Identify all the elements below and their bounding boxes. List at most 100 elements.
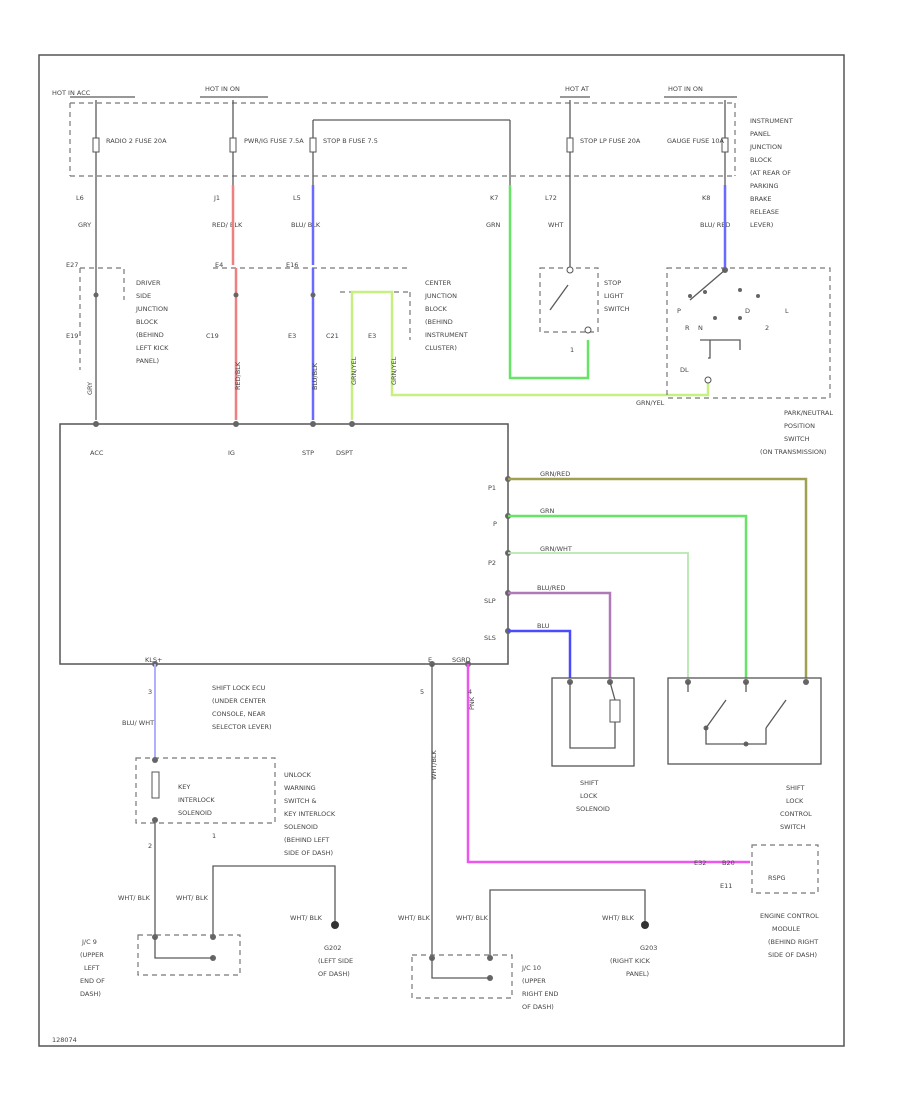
ecu-pin-acc: ACC <box>90 449 104 457</box>
svg-text:PANEL): PANEL) <box>136 357 159 365</box>
svg-text:SHIFT: SHIFT <box>580 779 599 787</box>
svg-text:LEFT: LEFT <box>84 964 99 972</box>
svg-text:RIGHT END: RIGHT END <box>522 990 558 998</box>
svg-text:GRY: GRY <box>78 221 91 229</box>
svg-text:WHT/BLK: WHT/BLK <box>430 749 438 780</box>
svg-text:3: 3 <box>148 688 152 696</box>
junction-connector-10: J/C 10 (UPPER RIGHT END OF DASH) <box>411 954 558 1011</box>
ecu-pin-sgrd: SGRD <box>452 656 471 664</box>
svg-text:P: P <box>677 307 681 315</box>
svg-text:4: 4 <box>468 688 472 696</box>
fuse-stop-lp-symbol <box>566 137 574 153</box>
svg-text:R: R <box>685 324 690 332</box>
svg-text:BLU/ BLK: BLU/ BLK <box>291 221 321 229</box>
svg-text:KEY INTERLOCK: KEY INTERLOCK <box>284 810 336 818</box>
dspt-wire-yellowgreen: GRN/YEL GRN/YEL GRN/YEL <box>350 290 710 420</box>
svg-text:(ON TRANSMISSION): (ON TRANSMISSION) <box>760 448 826 456</box>
svg-text:RELEASE: RELEASE <box>750 208 779 216</box>
svg-text:B20: B20 <box>722 859 735 867</box>
svg-text:E19: E19 <box>66 332 78 340</box>
svg-text:J/C 9: J/C 9 <box>81 938 97 946</box>
svg-text:WARNING: WARNING <box>284 784 316 792</box>
svg-text:BLU/BLK: BLU/BLK <box>311 362 319 390</box>
svg-text:INTERLOCK: INTERLOCK <box>178 796 215 804</box>
svg-text:WHT/ BLK: WHT/ BLK <box>176 894 209 902</box>
svg-text:INSTRUMENT: INSTRUMENT <box>750 117 793 125</box>
svg-text:MODULE: MODULE <box>772 925 800 933</box>
svg-text:SWITCH &: SWITCH & <box>284 797 317 805</box>
center-junction-block-outline <box>213 267 411 340</box>
junction-connector-9: J/C 9 (UPPER LEFT END OF DASH) <box>80 934 241 998</box>
svg-text:INSTRUMENT: INSTRUMENT <box>425 331 468 339</box>
svg-text:DRIVER: DRIVER <box>136 279 161 287</box>
svg-text:WHT/ BLK: WHT/ BLK <box>602 914 635 922</box>
fuse-pwr-ig-symbol <box>229 137 237 153</box>
svg-text:BLOCK: BLOCK <box>425 305 448 313</box>
svg-text:J/C 10: J/C 10 <box>521 964 541 972</box>
svg-text:CENTER: CENTER <box>425 279 452 287</box>
svg-text:GRN/YEL: GRN/YEL <box>350 356 358 385</box>
svg-text:WHT: WHT <box>548 221 563 229</box>
ecu-pin-p1: P1 <box>488 484 496 492</box>
svg-text:CONSOLE, NEAR: CONSOLE, NEAR <box>212 710 266 718</box>
svg-text:STOP: STOP <box>604 279 621 287</box>
stop-light-switch-wire <box>508 185 590 380</box>
svg-text:E3: E3 <box>368 332 376 340</box>
right-ground-wiring: WHT/ BLK WHT/ BLK WHT/ BLK <box>398 889 649 958</box>
ecu-pin-e: E <box>428 656 432 664</box>
svg-text:WHT/ BLK: WHT/ BLK <box>290 914 323 922</box>
svg-text:BLOCK: BLOCK <box>750 156 773 164</box>
stop-light-switch: STOP LIGHT SWITCH 1 <box>539 185 630 354</box>
svg-text:OF DASH): OF DASH) <box>522 1003 554 1011</box>
svg-text:(UPPER: (UPPER <box>522 977 546 985</box>
svg-text:(RIGHT KICK: (RIGHT KICK <box>610 957 651 965</box>
svg-text:(BEHIND LEFT: (BEHIND LEFT <box>284 836 329 844</box>
driver-side-junction-block: DRIVER SIDE JUNCTION BLOCK (BEHIND LEFT … <box>79 185 169 420</box>
svg-text:POSITION: POSITION <box>784 422 815 430</box>
svg-text:CONTROL: CONTROL <box>780 810 812 818</box>
svg-text:2: 2 <box>765 324 769 332</box>
fuse-stop-lp-label: STOP LP FUSE 20A <box>580 137 641 145</box>
svg-text:E3: E3 <box>288 332 296 340</box>
svg-text:GRN/RED: GRN/RED <box>540 470 570 478</box>
stp-wire-blue: BLU/BLK <box>310 185 319 420</box>
svg-text:SOLENOID: SOLENOID <box>576 805 610 813</box>
svg-text:GRN/WHT: GRN/WHT <box>540 545 572 553</box>
svg-text:BLU/RED: BLU/RED <box>537 584 565 592</box>
svg-text:GRN/YEL: GRN/YEL <box>390 356 398 385</box>
svg-text:END OF: END OF <box>80 977 105 985</box>
svg-text:JUNCTION: JUNCTION <box>749 143 782 151</box>
svg-text:UNLOCK: UNLOCK <box>284 771 312 779</box>
svg-text:BLU: BLU <box>537 622 550 630</box>
svg-text:E4: E4 <box>215 261 223 269</box>
ecu-pin-p2: P2 <box>488 559 496 567</box>
fuse-stop-b-symbol <box>309 137 317 153</box>
svg-text:LOCK: LOCK <box>580 792 598 800</box>
svg-text:SIDE OF DASH): SIDE OF DASH) <box>284 849 333 857</box>
svg-text:(UPPER: (UPPER <box>80 951 104 959</box>
svg-text:WHT/ BLK: WHT/ BLK <box>456 914 489 922</box>
svg-text:L5: L5 <box>293 194 301 202</box>
svg-text:CLUSTER): CLUSTER) <box>425 344 457 352</box>
fuse-area: HOT IN ACC HOT IN ON HOT AT HOT IN ON RA… <box>52 85 793 229</box>
svg-text:PANEL: PANEL <box>750 130 771 138</box>
svg-text:SOLENOID: SOLENOID <box>178 809 212 817</box>
engine-control-module: E32 B20 E11 RSPG ENGINE CONTROL MODULE (… <box>694 844 819 959</box>
ecu-pin-ig: IG <box>228 449 235 457</box>
svg-text:C21: C21 <box>326 332 339 340</box>
fuse-radio2-label: RADIO 2 FUSE 20A <box>106 137 167 145</box>
svg-text:BLOCK: BLOCK <box>136 318 159 326</box>
svg-text:L: L <box>785 307 789 315</box>
svg-text:G203: G203 <box>640 944 657 952</box>
svg-text:L6: L6 <box>76 194 84 202</box>
key-interlock-solenoid: KEY INTERLOCK SOLENOID UNLOCK WARNING SW… <box>135 757 336 857</box>
svg-text:E27: E27 <box>66 261 78 269</box>
svg-text:SIDE OF DASH): SIDE OF DASH) <box>768 951 817 959</box>
ecu-pin-kls: KLS+ <box>145 656 162 664</box>
left-ground-wiring: WHT/ BLK WHT/ BLK WHT/ BLK <box>118 823 339 935</box>
svg-text:SWITCH: SWITCH <box>784 435 810 443</box>
svg-text:BRAKE: BRAKE <box>750 195 772 203</box>
wire-color-labels-upper: GRY RED/ BLK BLU/ BLK GRN WHT BLU/ RED <box>78 221 730 229</box>
svg-text:K8: K8 <box>702 194 710 202</box>
sgrd-wire-pink: PNK 4 <box>466 664 750 864</box>
